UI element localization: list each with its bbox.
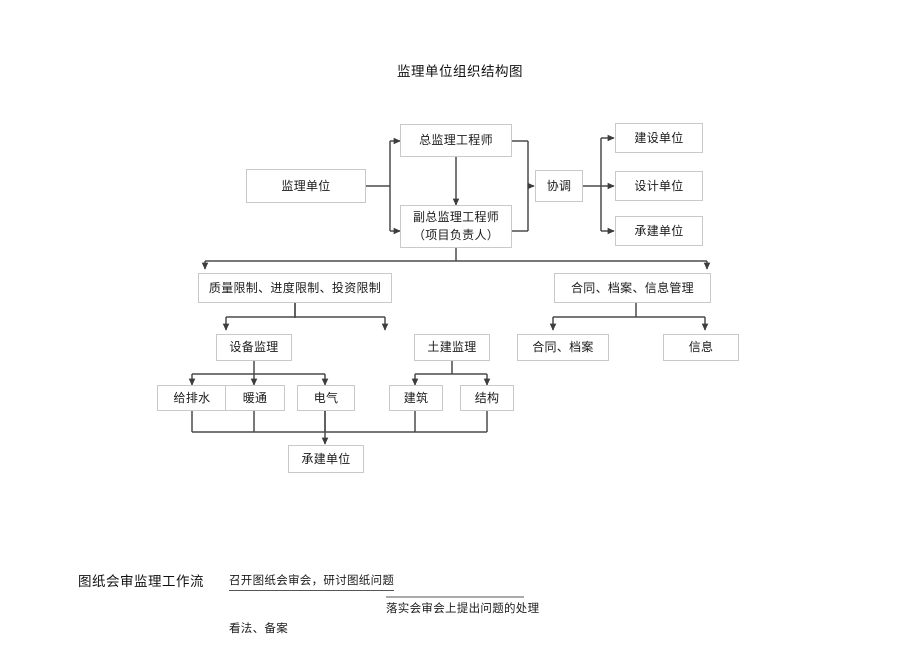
node-contractor-unit-bottom[interactable]: 承建单位 — [288, 445, 364, 473]
node-information[interactable]: 信息 — [663, 334, 739, 361]
drawing-review-flow-step-2: 落实会审会上提出问题的处理 — [386, 603, 540, 615]
node-label: 建设单位 — [634, 130, 684, 145]
node-label: 协调 — [546, 178, 572, 193]
node-coordination[interactable]: 协调 — [535, 170, 583, 202]
node-label: 承建单位 — [301, 451, 351, 466]
node-architecture[interactable]: 建筑 — [389, 385, 443, 411]
node-label: 设计单位 — [634, 178, 684, 193]
node-water-supply-drainage[interactable]: 给排水 — [157, 385, 227, 411]
node-label: 质量限制、进度限制、投资限制 — [208, 280, 382, 295]
node-label: 电气 — [313, 390, 339, 405]
node-label: 承建单位 — [634, 223, 684, 238]
node-label: 暖通 — [242, 390, 268, 405]
node-structure[interactable]: 结构 — [460, 385, 514, 411]
node-label: 结构 — [474, 390, 500, 405]
node-contract-archive[interactable]: 合同、档案 — [517, 334, 609, 361]
node-label: 土建监理 — [427, 340, 477, 355]
drawing-review-flow-step-3: 看法、备案 — [229, 623, 288, 635]
node-label: 信息 — [688, 340, 714, 355]
node-label: 设备监理 — [229, 340, 279, 355]
drawing-review-flow-heading: 图纸会审监理工作流 — [78, 574, 204, 589]
node-electrical[interactable]: 电气 — [297, 385, 355, 411]
node-supervision-unit[interactable]: 监理单位 — [246, 169, 366, 203]
node-label: 建筑 — [403, 390, 429, 405]
node-equipment-supervision[interactable]: 设备监理 — [216, 334, 292, 361]
node-label-line1: 副总监理工程师 — [412, 210, 500, 225]
node-quality-schedule-investment-control[interactable]: 质量限制、进度限制、投资限制 — [198, 273, 392, 303]
node-label: 总监理工程师 — [419, 133, 493, 148]
drawing-review-flow-step-1: 召开图纸会审会，研讨图纸问题 — [229, 572, 395, 591]
node-chief-supervision-engineer[interactable]: 总监理工程师 — [400, 124, 512, 157]
node-label: 合同、档案 — [532, 340, 594, 355]
node-deputy-chief-supervision-engineer[interactable]: 副总监理工程师 （项目负责人） — [400, 205, 512, 248]
node-label: 给排水 — [173, 390, 211, 405]
node-contract-archive-info-management[interactable]: 合同、档案、信息管理 — [554, 273, 711, 303]
node-label-line2: （项目负责人） — [412, 227, 500, 242]
node-hvac[interactable]: 暖通 — [225, 385, 285, 411]
node-design-unit[interactable]: 设计单位 — [615, 171, 703, 201]
node-civil-supervision[interactable]: 土建监理 — [414, 334, 490, 361]
node-contractor-unit[interactable]: 承建单位 — [615, 216, 703, 246]
node-label: 合同、档案、信息管理 — [570, 280, 694, 295]
node-construction-owner[interactable]: 建设单位 — [615, 123, 703, 153]
page-title: 监理单位组织结构图 — [397, 64, 523, 79]
node-label: 监理单位 — [281, 178, 331, 193]
